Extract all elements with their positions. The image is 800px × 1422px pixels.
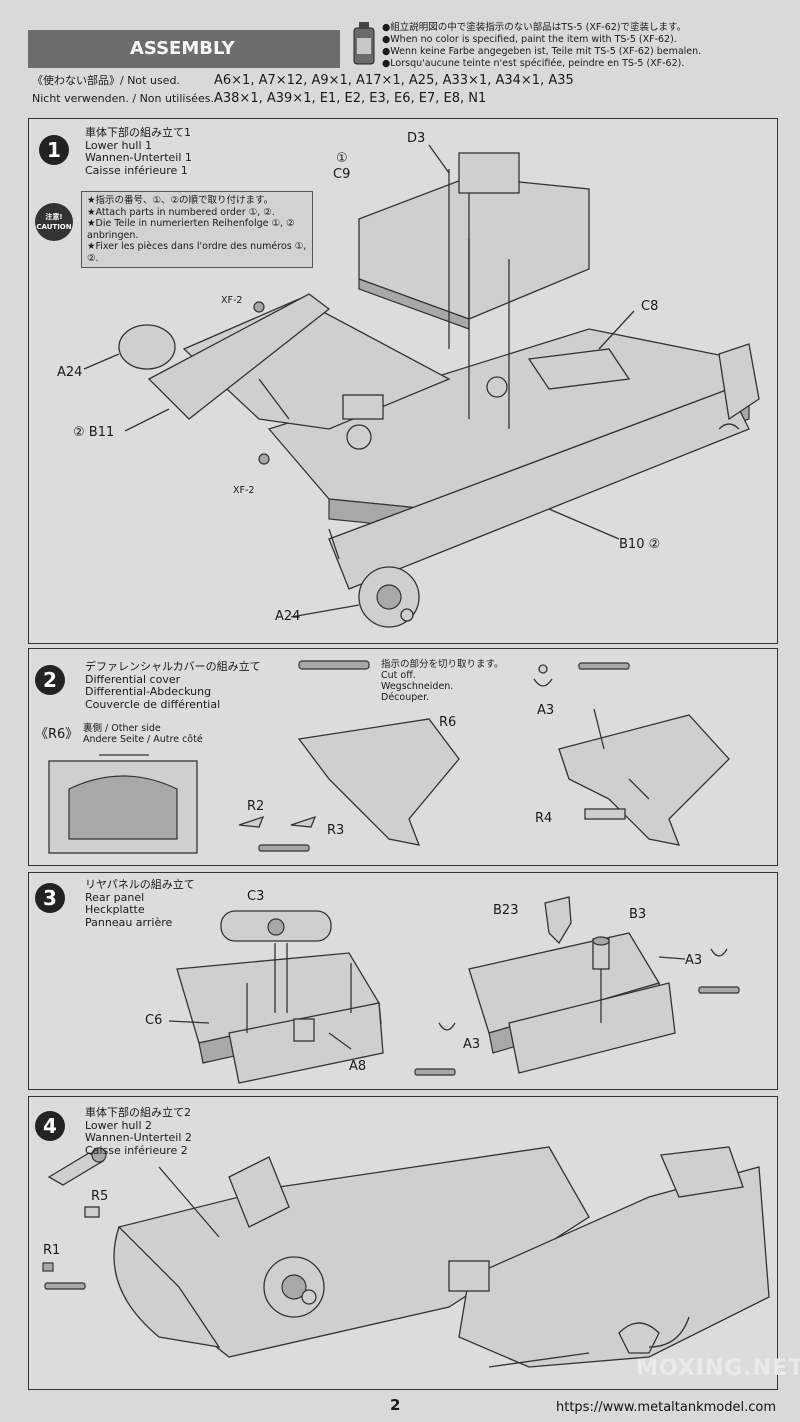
step1-title-jp: 車体下部の組み立て1 <box>85 126 191 139</box>
label-c9: C9 <box>333 167 351 182</box>
differential-cover-drawing <box>48 660 730 854</box>
step1-title-de: Wannen-Unterteil 1 <box>85 151 192 164</box>
step3-title-en: Rear panel <box>85 890 145 904</box>
paint-notes: ●組立説明図の中で塗装指示のない部品はTS-5 (XF-62)で塗装します。 ●… <box>382 22 701 70</box>
cut-off-fr: Découper. <box>381 692 430 703</box>
label-r2: R2 <box>247 799 265 814</box>
label-c3: C3 <box>247 889 265 904</box>
step4-panel: 4 車体下部の組み立て2 Lower hull 2 Wannen-Unterte… <box>28 1096 778 1390</box>
step4-title-jp: 車体下部の組み立て2 <box>85 1106 191 1119</box>
step3-title-jp: リヤパネルの組み立て <box>85 878 195 891</box>
step4-title-de: Wannen-Unterteil 2 <box>85 1131 192 1144</box>
label-c8: C8 <box>641 299 659 314</box>
source-url: https://www.metaltankmodel.com <box>556 1400 776 1415</box>
caution-line-fr: ★Fixer les pièces dans l'ordre des numér… <box>87 241 307 264</box>
lower-hull-2-drawing <box>42 1146 770 1368</box>
caution-line-de: ★Die Teile in numerierten Reihenfolge ①,… <box>87 218 295 241</box>
r6-other-side-de: Andere Seite / Autre côté <box>83 734 203 745</box>
step4-number: 4 <box>35 1111 65 1141</box>
label-r4: R4 <box>535 811 553 826</box>
step2-panel: 2 デファレンシャルカバーの組み立て Differential cover Di… <box>28 648 778 866</box>
cut-off-note: 指示の部分を切り取ります。 Cut off. Wegschneiden. Déc… <box>381 659 504 703</box>
step2-title: デファレンシャルカバーの組み立て Differential cover Diff… <box>85 660 261 711</box>
r6-other-side-note: 裏側 / Other side Andere Seite / Autre côt… <box>83 723 203 745</box>
step2-number: 2 <box>35 665 65 695</box>
step1-title: 車体下部の組み立て1 Lower hull 1 Wannen-Unterteil… <box>85 126 192 177</box>
spray-can-icon <box>353 22 375 65</box>
caution-icon: 注意! CAUTION <box>35 203 73 241</box>
label-xf2-top: XF-2 <box>221 295 243 306</box>
assembly-banner: ASSEMBLY <box>28 30 340 68</box>
step2-title-fr: Couvercle de différential <box>85 697 221 711</box>
label-a24-bottom: A24 <box>275 609 301 624</box>
paint-note-jp: ●組立説明図の中で塗装指示のない部品はTS-5 (XF-62)で塗装します。 <box>382 22 687 33</box>
step3-title-de: Heckplatte <box>85 903 145 916</box>
not-used-parts-2: A38×1, A39×1, E1, E2, E3, E6, E7, E8, N1 <box>214 91 487 106</box>
step1-number: 1 <box>39 135 69 165</box>
label-b3: B3 <box>629 907 647 922</box>
step3-number: 3 <box>35 883 65 913</box>
label-b10: B10 ② <box>619 537 661 552</box>
label-a3-right: A3 <box>685 953 703 968</box>
step2-title-jp: デファレンシャルカバーの組み立て <box>85 660 261 673</box>
step1-panel: 1 車体下部の組み立て1 Lower hull 1 Wannen-Unterte… <box>28 118 778 644</box>
label-a3: A3 <box>537 703 555 718</box>
label-a8: A8 <box>349 1059 367 1074</box>
rear-panel-drawing <box>168 896 740 1084</box>
label-r5: R5 <box>91 1189 109 1204</box>
label-b11: ② B11 <box>73 425 115 440</box>
label-r6-side: 《R6》 <box>35 727 79 742</box>
page-number: 2 <box>390 1396 401 1414</box>
label-r1: R1 <box>43 1243 61 1258</box>
label-d3: D3 <box>407 131 426 146</box>
step4-title: 車体下部の組み立て2 Lower hull 2 Wannen-Unterteil… <box>85 1106 192 1157</box>
label-a24-left: A24 <box>57 365 83 380</box>
watermark: MOXING.NET <box>636 1356 800 1381</box>
step3-title-fr: Panneau arrière <box>85 915 173 929</box>
step4-title-en: Lower hull 2 <box>85 1118 152 1132</box>
paint-note-de: ●Wenn keine Farbe angegeben ist, Teile m… <box>382 46 702 57</box>
step3-title: リヤパネルの組み立て Rear panel Heckplatte Panneau… <box>85 878 195 929</box>
step1-title-fr: Caisse inférieure 1 <box>85 163 188 177</box>
lower-hull-1-drawing <box>83 144 760 628</box>
label-a3-bottom: A3 <box>463 1037 481 1052</box>
step1-title-en: Lower hull 1 <box>85 138 152 152</box>
cut-off-de: Wegschneiden. <box>381 681 454 692</box>
label-xf2-bottom: XF-2 <box>233 485 255 496</box>
label-b23: B23 <box>493 903 519 918</box>
label-c9-order: ① <box>336 151 348 166</box>
paint-note-fr: ●Lorsqu'aucune teinte n'est spécifiée, p… <box>382 58 685 69</box>
not-used-label-1: 《使わない部品》/ Not used. <box>32 74 180 87</box>
label-r3: R3 <box>327 823 345 838</box>
step2-title-en: Differential cover <box>85 672 181 686</box>
caution-line-en: ★Attach parts in numbered order ①, ②. <box>87 206 275 218</box>
not-used-parts: 《使わない部品》/ Not used. Nicht verwenden. / N… <box>32 72 772 112</box>
r6-other-side-jp: 裏側 / Other side <box>83 723 161 734</box>
step4-title-fr: Caisse inférieure 2 <box>85 1143 188 1157</box>
step3-panel: 3 リヤパネルの組み立て Rear panel Heckplatte Panne… <box>28 872 778 1090</box>
cut-off-jp: 指示の部分を切り取ります。 <box>381 659 504 670</box>
cut-off-en: Cut off. <box>381 670 416 681</box>
label-r6: R6 <box>439 715 457 730</box>
label-c6: C6 <box>145 1013 163 1028</box>
caution-box: ★指示の番号、①、②の順で取り付けます。 ★Attach parts in nu… <box>81 191 313 268</box>
not-used-parts-1: A6×1, A7×12, A9×1, A17×1, A25, A33×1, A3… <box>214 73 574 88</box>
caution-line-jp: ★指示の番号、①、②の順で取り付けます。 <box>87 195 274 206</box>
paint-note-en: ●When no color is specified, paint the i… <box>382 34 677 45</box>
step2-title-de: Differential-Abdeckung <box>85 685 212 698</box>
not-used-label-2: Nicht verwenden. / Non utilisées. <box>32 92 214 105</box>
